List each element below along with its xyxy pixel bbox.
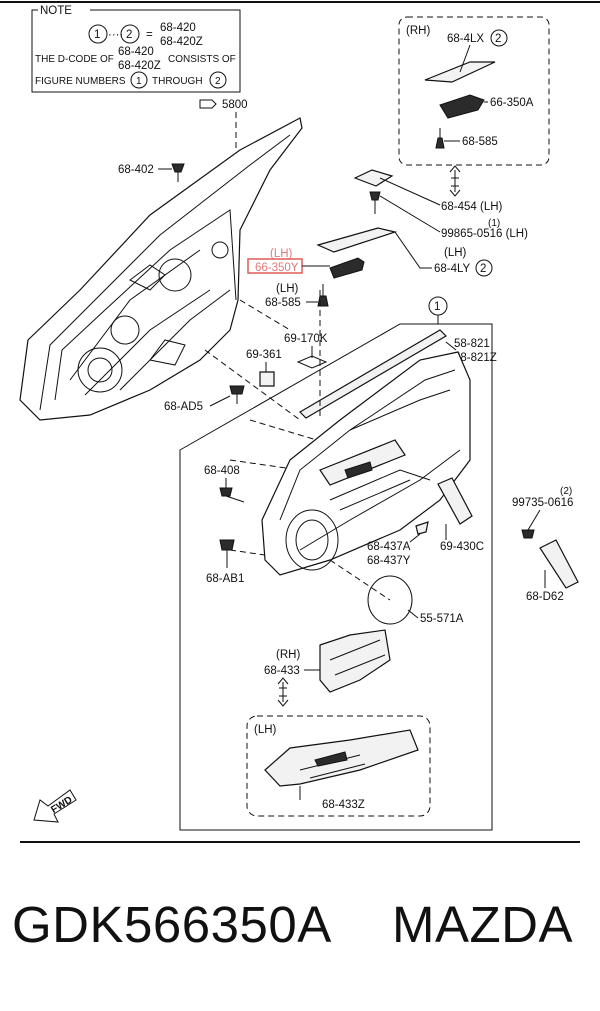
svg-text:99865-0516 (LH): 99865-0516 (LH) [441, 228, 528, 240]
svg-text:2: 2 [480, 263, 486, 275]
svg-text:····: ···· [108, 29, 123, 41]
part-68-AD5: 68-AD5 [164, 385, 245, 413]
parts-diagram: NOTE 1 ···· 2 = 68-420 68-420Z THE D-COD… [0, 1, 600, 843]
note-text-2b: THROUGH [152, 76, 203, 87]
part-99735-0616: (2) 99735-0616 [512, 486, 573, 539]
svg-text:68-433Z: 68-433Z [322, 799, 365, 811]
part-68-585-lh: (LH) 68-585 [265, 283, 329, 309]
highlight-66-350Y: (LH) 66-350Y [247, 248, 330, 274]
assembly-1-marker: 1 [428, 296, 448, 324]
svg-text:68-408: 68-408 [204, 465, 240, 477]
svg-text:58-821Z: 58-821Z [454, 352, 497, 364]
note-title: NOTE [40, 5, 72, 17]
note-text-2a: FIGURE NUMBERS [35, 76, 126, 87]
svg-text:99735-0616: 99735-0616 [512, 497, 573, 509]
rh-switch-box: (RH) 68-4LX 2 66-350A 68-585 [398, 16, 550, 197]
door-frame [19, 117, 303, 421]
lh-armrest-box: (LH) 68-433Z [246, 715, 431, 817]
svg-text:68-4LY: 68-4LY [434, 263, 471, 275]
svg-text:69-361: 69-361 [246, 349, 282, 361]
svg-text:68-420: 68-420 [118, 46, 154, 58]
note-text-1b: CONSISTS OF [168, 54, 236, 65]
svg-text:=: = [146, 29, 153, 41]
part-55-571A: 55-571A [367, 575, 464, 625]
svg-text:68-454 (LH): 68-454 (LH) [441, 201, 503, 213]
svg-text:(LH): (LH) [270, 248, 293, 260]
note-code-2: 68-420Z [160, 36, 203, 48]
svg-text:58-821: 58-821 [454, 338, 490, 350]
svg-text:68-437Y: 68-437Y [367, 555, 411, 567]
part-69-361: 69-361 [246, 349, 282, 387]
svg-text:68-437A: 68-437A [367, 541, 411, 553]
svg-text:1: 1 [136, 76, 142, 87]
svg-text:68-AB1: 68-AB1 [206, 573, 244, 585]
svg-text:68-420Z: 68-420Z [118, 60, 161, 72]
svg-text:(LH): (LH) [276, 283, 299, 295]
note-circle-1: 1 [94, 29, 100, 41]
svg-text:69-170K: 69-170K [284, 333, 328, 345]
svg-text:55-571A: 55-571A [420, 613, 464, 625]
svg-text:68-402: 68-402 [118, 164, 154, 176]
part-69-430C: 69-430C [437, 477, 484, 553]
svg-text:(RH): (RH) [406, 25, 430, 37]
svg-text:(LH): (LH) [254, 724, 277, 736]
svg-text:68-4LX: 68-4LX [447, 33, 484, 45]
part-68-AB1: 68-AB1 [206, 539, 244, 585]
svg-text:68-585: 68-585 [462, 136, 498, 148]
fwd-arrow: FWD [33, 789, 77, 823]
note-circle-2: 2 [126, 29, 132, 41]
svg-text:2: 2 [495, 33, 501, 45]
svg-text:FWD: FWD [49, 795, 74, 816]
note-code-1: 68-420 [160, 22, 196, 34]
svg-text:(2): (2) [560, 486, 572, 497]
part-68-D62: 68-D62 [526, 539, 579, 603]
product-caption: GDK566350A MAZDA [0, 895, 600, 975]
svg-text:(RH): (RH) [276, 649, 300, 661]
svg-text:68-585: 68-585 [265, 297, 301, 309]
part-69-170K: 69-170K [284, 333, 328, 369]
part-68-433: (RH) 68-433 [264, 629, 391, 707]
svg-text:1: 1 [434, 301, 440, 313]
trim-panel-box [179, 323, 493, 831]
svg-text:69-430C: 69-430C [440, 541, 484, 553]
svg-text:2: 2 [215, 76, 221, 87]
svg-text:68-433: 68-433 [264, 665, 300, 677]
door-trim-panel [261, 351, 471, 576]
svg-text:66-350Y: 66-350Y [255, 262, 299, 274]
part-68-437A: 68-437A 68-437Y [367, 521, 429, 567]
note-text-1a: THE D-CODE OF [35, 54, 114, 65]
part-58-821: 58-821 58-821Z [299, 329, 497, 419]
svg-text:(1): (1) [488, 218, 500, 229]
svg-text:68-AD5: 68-AD5 [164, 401, 203, 413]
svg-text:68-D62: 68-D62 [526, 591, 564, 603]
svg-text:66-350A: 66-350A [490, 97, 534, 109]
brand-name: MAZDA [392, 896, 573, 953]
part-number: GDK566350A [12, 896, 332, 953]
ref-5800: 5800 [199, 99, 248, 150]
svg-text:5800: 5800 [222, 99, 248, 111]
note-box: NOTE 1 ···· 2 = 68-420 68-420Z THE D-COD… [31, 5, 241, 93]
lh-switch-parts: 68-454 (LH) (1) 99865-0516 (LH) (LH) 68-… [316, 169, 528, 279]
part-68-408: 68-408 [204, 465, 245, 503]
part-68-402: 68-402 [118, 163, 185, 182]
svg-text:(LH): (LH) [444, 247, 467, 259]
